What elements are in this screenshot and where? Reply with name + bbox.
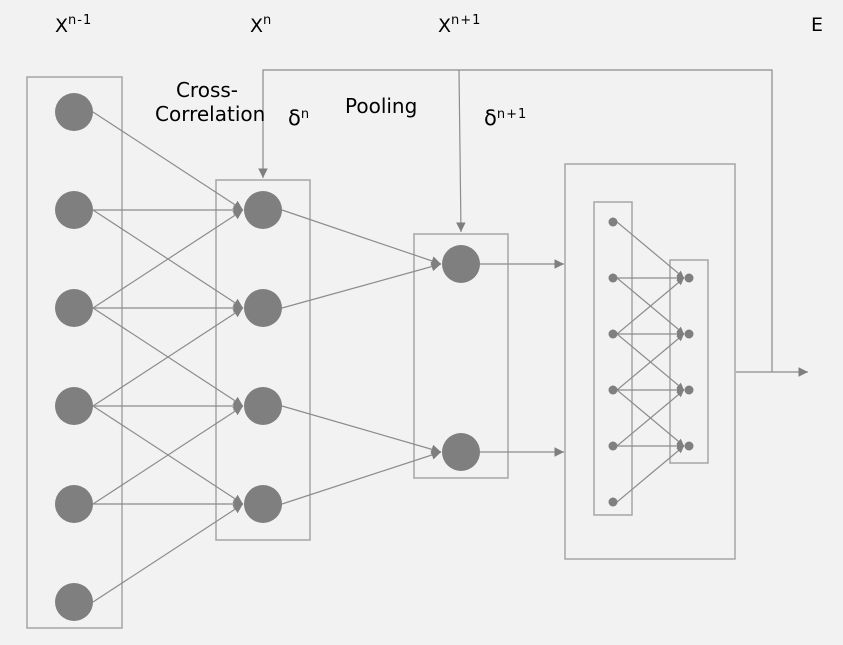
conv-neuron bbox=[244, 191, 282, 229]
fc-input-neuron bbox=[608, 441, 618, 451]
fc-output-neuron bbox=[684, 441, 694, 451]
input-neuron bbox=[55, 289, 93, 327]
conv-connection bbox=[92, 111, 244, 211]
input-neuron bbox=[55, 387, 93, 425]
pool-connection bbox=[281, 405, 442, 454]
pool-connection bbox=[281, 261, 442, 309]
pool-neuron bbox=[442, 245, 480, 283]
pool-neuron bbox=[442, 433, 480, 471]
fc-output-neuron bbox=[684, 329, 694, 339]
input-neuron bbox=[55, 485, 93, 523]
label-cross-correlation: Cross- Correlation bbox=[155, 78, 266, 126]
conv-connection bbox=[92, 405, 244, 505]
input-neuron bbox=[55, 583, 93, 621]
fc-input-neuron bbox=[608, 273, 618, 283]
label-x-next: Xn+1 bbox=[438, 13, 482, 37]
label-delta-cur: δn bbox=[288, 106, 311, 130]
fc-input-neuron bbox=[608, 329, 618, 339]
error-feedback-pool bbox=[456, 69, 466, 233]
label-pooling: Pooling bbox=[345, 94, 418, 118]
conv-connection bbox=[92, 209, 244, 309]
fc-block-box bbox=[564, 163, 736, 560]
fc-output-neuron bbox=[684, 273, 694, 283]
conv-connection bbox=[92, 503, 244, 603]
cross-correlation-line2: Correlation bbox=[155, 102, 266, 126]
conv-neuron bbox=[244, 485, 282, 523]
pool-connection bbox=[281, 209, 442, 266]
label-error: E bbox=[811, 14, 824, 36]
conv-neuron bbox=[244, 289, 282, 327]
fc-connection bbox=[616, 277, 685, 335]
label-x-prev: Xn-1 bbox=[55, 13, 93, 37]
pool-layer-box bbox=[413, 233, 509, 479]
fc-input-neuron bbox=[608, 217, 618, 227]
fc-connection bbox=[616, 221, 685, 279]
fc-output-box bbox=[669, 259, 709, 464]
cross-correlation-line1: Cross- bbox=[175, 78, 239, 102]
fc-connection bbox=[616, 333, 685, 391]
error-feedback-conv bbox=[258, 69, 773, 372]
input-neuron bbox=[55, 93, 93, 131]
fc-connection bbox=[616, 389, 685, 447]
conv-neuron bbox=[244, 387, 282, 425]
conv-connection bbox=[92, 307, 244, 407]
fc-input-neuron bbox=[608, 385, 618, 395]
label-delta-next: δn+1 bbox=[484, 106, 528, 130]
label-x-cur: Xn bbox=[250, 13, 273, 37]
fc-input-neuron bbox=[608, 497, 618, 507]
pool-connection bbox=[281, 450, 442, 505]
input-layer-box bbox=[26, 76, 123, 629]
conv-layer-box bbox=[215, 179, 311, 541]
fc-connection bbox=[616, 445, 685, 503]
input-neuron bbox=[55, 191, 93, 229]
fc-output-neuron bbox=[684, 385, 694, 395]
fc-input-box bbox=[593, 201, 633, 516]
